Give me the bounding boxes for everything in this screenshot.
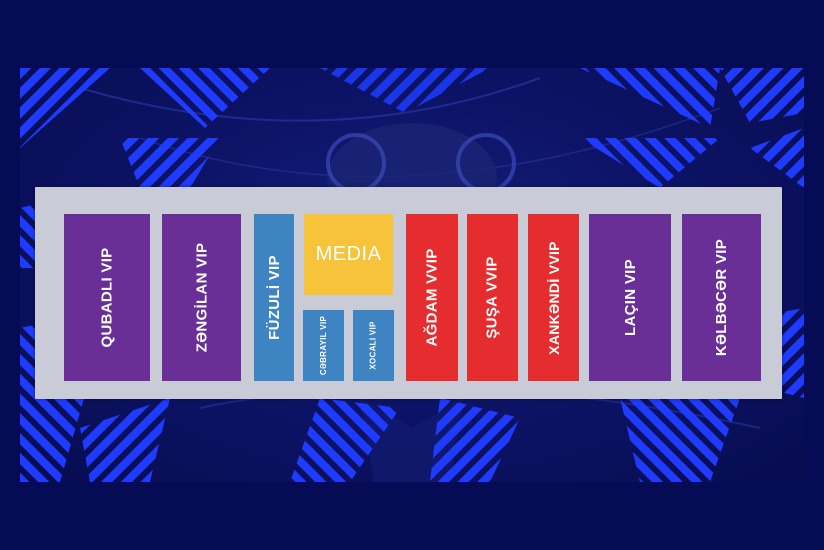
section-agdam-vvip[interactable]: AĞDAM VVIP — [406, 214, 458, 381]
section-lacin-vip[interactable]: LAÇIN VIP — [589, 214, 671, 381]
section-cebrayil-vip[interactable]: CƏBRAYIL VIP — [303, 310, 344, 381]
section-xocali-label: XOCALI VIP — [369, 321, 378, 370]
section-qubadli-vip[interactable]: QUBADLI VIP — [64, 214, 150, 381]
section-fuzuli-vip[interactable]: FÜZULİ VIP — [254, 214, 294, 381]
section-agdam-label: AĞDAM VVIP — [423, 248, 441, 347]
section-fuzuli-label: FÜZULİ VIP — [265, 255, 283, 340]
section-kelbecer-vip[interactable]: KƏLBƏCƏR VIP — [682, 214, 761, 381]
section-xocali-vip[interactable]: XOCALI VIP — [353, 310, 394, 381]
section-xankendi-label: XANKƏNDİ VVIP — [545, 240, 562, 355]
section-susa-vvip[interactable]: ŞUŞA VVIP — [467, 214, 518, 381]
seating-plan: QUBADLI VIP ZƏNGİLAN VIP FÜZULİ VIP MEDI… — [35, 187, 782, 399]
section-zengilan-label: ZƏNGİLAN VIP — [193, 242, 210, 353]
section-lacin-label: LAÇIN VIP — [621, 259, 639, 336]
section-media-label: MEDIA — [315, 243, 382, 265]
section-xankendi-vvip[interactable]: XANKƏNDİ VVIP — [528, 214, 579, 381]
section-qubadli-label: QUBADLI VIP — [98, 247, 116, 348]
section-cebrayil-label: CƏBRAYIL VIP — [319, 315, 329, 376]
section-zengilan-vip[interactable]: ZƏNGİLAN VIP — [162, 214, 241, 381]
section-susa-label: ŞUŞA VVIP — [484, 256, 502, 339]
section-media[interactable]: MEDIA — [304, 214, 393, 295]
section-kelbecer-label: KƏLBƏCƏR VIP — [713, 238, 730, 357]
